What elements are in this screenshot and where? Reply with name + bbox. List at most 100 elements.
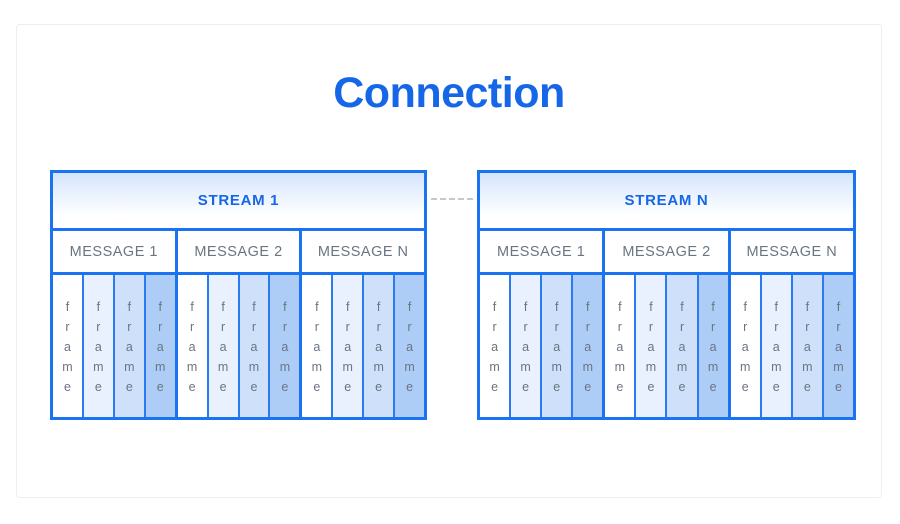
frame-letter: e (313, 380, 321, 394)
frame-letter: a (156, 340, 164, 354)
frame-letter: e (125, 380, 133, 394)
frame-letter: f (221, 300, 225, 314)
frame-letter: r (836, 320, 841, 334)
frame-letter: f (376, 300, 381, 314)
frame-letter: m (217, 360, 229, 374)
frame-letter: r (127, 320, 132, 334)
frame-letter: e (647, 380, 655, 394)
frame-letter: f (774, 300, 779, 314)
connection-diagram: STREAM 1 MESSAGE 1 MESSAGE 2 MESSAGE N f… (50, 170, 856, 425)
frame-letter: a (772, 340, 780, 354)
frame-letter: m (707, 360, 719, 374)
frame-letter: m (62, 360, 73, 374)
frame-letter: a (647, 340, 655, 354)
stream-header-n: STREAM N (480, 173, 853, 231)
frame-letter: m (186, 360, 198, 374)
frame-letter: m (124, 360, 135, 374)
frame-letter: e (281, 380, 289, 394)
frame-letter: e (156, 380, 164, 394)
frame-letter: r (805, 320, 810, 334)
frame-letter: f (649, 300, 653, 314)
frame-letter: r (648, 320, 654, 334)
frame-letter: f (743, 300, 747, 314)
frame-letter: r (743, 320, 748, 334)
frame-letter: f (96, 300, 101, 314)
stream-title-n: STREAM N (624, 192, 709, 209)
frame-letter: e (250, 380, 258, 394)
frame-letter: f (315, 300, 319, 314)
stream-header-1: STREAM 1 (53, 173, 424, 231)
frame-letter: m (155, 360, 166, 374)
message-cell-n-1: MESSAGE 1 (480, 231, 606, 275)
message-label: MESSAGE 1 (497, 243, 586, 260)
frame-letter: a (219, 340, 227, 354)
frame-letter: a (522, 340, 530, 354)
frame-letter: e (491, 380, 499, 394)
message-cell-n-3: MESSAGE N (730, 231, 853, 275)
frame-letter: r (554, 320, 559, 334)
frame-letter: e (406, 380, 414, 394)
frame-letter: a (834, 340, 842, 354)
frame-letter: e (553, 380, 561, 394)
frame-letter: e (834, 380, 842, 394)
frame-letter: f (523, 300, 528, 314)
stream-box-1: STREAM 1 MESSAGE 1 MESSAGE 2 MESSAGE N f… (50, 170, 427, 420)
frame-letter: a (313, 340, 321, 354)
frame-letter: a (491, 340, 499, 354)
message-cell-1-1: MESSAGE 1 (53, 231, 178, 275)
frame-letter: e (616, 380, 624, 394)
frame-letter: r (407, 320, 412, 334)
frame-letter: a (125, 340, 133, 354)
frame-letter: m (279, 360, 291, 374)
frame-letter: r (190, 320, 195, 334)
message-label: MESSAGE 1 (69, 243, 158, 260)
frame-letter: r (251, 320, 257, 334)
frame-letter: a (803, 340, 811, 354)
frame-letter: e (375, 380, 383, 394)
stream-title-1: STREAM 1 (197, 192, 280, 209)
message-header-row-1: MESSAGE 1 MESSAGE 2 MESSAGE N (53, 231, 425, 275)
frame-letter: m (582, 360, 593, 374)
frame-letter: f (407, 300, 412, 314)
frame-letter: f (252, 300, 256, 314)
message-cell-1-2: MESSAGE 2 (177, 231, 303, 275)
frame-letter: a (188, 340, 196, 354)
frame-letter: r (282, 320, 287, 334)
frame-letter: r (523, 320, 528, 334)
message-header-row-n: MESSAGE 1 MESSAGE 2 MESSAGE N (480, 231, 853, 275)
page-title: Connection (333, 69, 565, 117)
frame-letter: f (618, 300, 622, 314)
frame-letter: a (584, 340, 592, 354)
frame-letter: f (554, 300, 559, 314)
frame-letter: e (94, 380, 102, 394)
frame-letter: r (585, 320, 590, 334)
frame-letter: f (127, 300, 132, 314)
frame-letter: e (584, 380, 592, 394)
message-label: MESSAGE N (317, 243, 409, 260)
frame-letter: r (314, 320, 319, 334)
frame-letter: f (158, 300, 162, 314)
frame-letter: a (616, 340, 624, 354)
frame-letter: a (250, 340, 258, 354)
frame-letter: m (311, 360, 323, 374)
message-cell-1-3: MESSAGE N (302, 231, 425, 275)
frame-letter: e (741, 380, 749, 394)
frame-letter: a (678, 340, 686, 354)
